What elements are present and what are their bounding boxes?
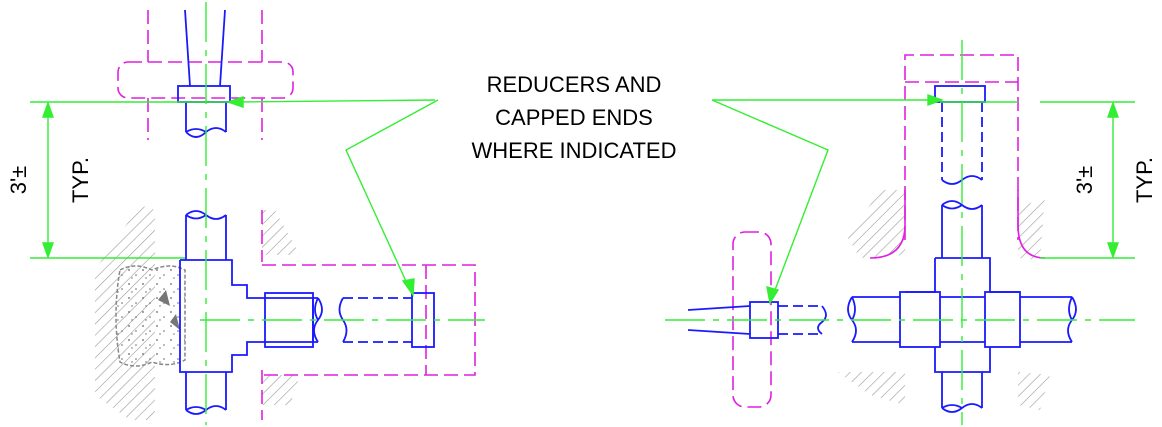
left-dimension <box>30 100 228 260</box>
left-centerlines <box>200 2 485 425</box>
right-wall-corner-left <box>869 190 906 259</box>
right-dimension-value: 3'± <box>1072 166 1097 195</box>
right-detail <box>665 40 1135 425</box>
note-leaders <box>225 94 945 305</box>
right-ground-hatch <box>838 190 1050 410</box>
right-dimension <box>940 100 1135 260</box>
note-line-2: CAPPED ENDS <box>495 105 653 130</box>
note-line-3: WHERE INDICATED <box>472 138 677 163</box>
left-detail <box>30 2 485 425</box>
left-pipe-assembly <box>177 9 323 415</box>
note-line-1: REDUCERS AND <box>487 72 662 97</box>
right-centerlines <box>665 40 1135 425</box>
left-dimension-value: 3'± <box>6 166 31 195</box>
right-wall-corner-right <box>1017 190 1046 259</box>
right-dimension-note: TYP. <box>1132 157 1157 203</box>
left-dimension-note: TYP. <box>68 157 93 203</box>
concrete-thrust-block <box>115 265 186 367</box>
